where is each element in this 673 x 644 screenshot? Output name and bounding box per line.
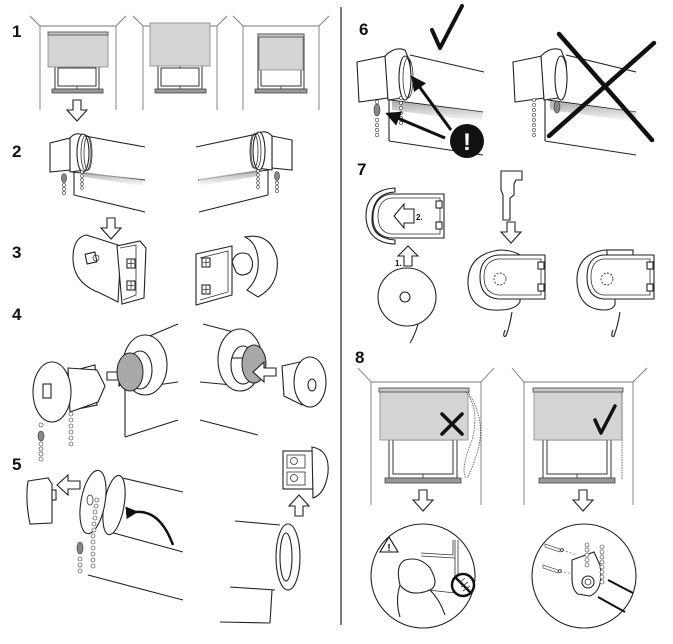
cross-mark-icon	[546, 31, 657, 143]
step-number: 1	[12, 22, 21, 41]
down-arrow-icon	[571, 489, 595, 512]
step-number: 5	[12, 455, 21, 474]
down-arrow-icon	[99, 217, 123, 240]
window-chain-secured	[511, 367, 648, 505]
end-cap-chain-side	[32, 361, 106, 462]
svg-text:2.: 2.	[416, 213, 423, 222]
left-arrow-icon	[393, 202, 415, 230]
step-3: 3	[12, 234, 278, 306]
step-number: 4	[12, 305, 22, 324]
left-arrow-icon	[56, 473, 81, 497]
cover-clip-assembly: 2. 1.	[365, 187, 445, 344]
step-7: 7 2. 1.	[357, 160, 655, 344]
cover-cap	[26, 477, 57, 525]
detail-chain-tensioner-mount	[531, 523, 637, 629]
step-8: 8	[355, 348, 648, 629]
roller-incorrect	[512, 31, 657, 156]
step-5: 5	[12, 446, 329, 624]
svg-text:1.: 1.	[395, 259, 402, 268]
step-6: 6 !	[356, 4, 657, 158]
window-mount-above	[132, 15, 228, 110]
roller-with-chain	[76, 469, 184, 601]
step-number: 8	[355, 348, 364, 367]
window-mount-recess	[232, 15, 330, 110]
check-mark-icon	[593, 404, 617, 435]
down-arrow-icon	[65, 99, 89, 122]
roller-right-chain	[195, 131, 293, 213]
check-mark-icon	[430, 4, 464, 50]
down-arrow-icon	[499, 221, 523, 244]
bracket-tool-insert	[467, 170, 546, 337]
step-number: 6	[359, 20, 368, 39]
step-4: 4	[12, 305, 327, 462]
roller-left-chain	[49, 133, 146, 213]
roller-right-bracket	[219, 446, 329, 624]
step-1: 1	[12, 15, 330, 122]
svg-text:!: !	[387, 543, 390, 554]
roller-tube-right	[199, 323, 267, 436]
up-arrow-icon	[396, 245, 420, 267]
cover-clip-done	[576, 249, 655, 337]
window-chain-loose	[357, 367, 495, 505]
up-arrow-icon	[287, 494, 311, 517]
warning-badge: !	[450, 124, 484, 158]
roller-tube-left	[116, 323, 179, 438]
end-cap-plain-side	[281, 356, 327, 408]
step-number: 3	[12, 243, 21, 262]
warning-triangle-icon	[379, 535, 399, 553]
svg-text:!: !	[463, 129, 471, 156]
cross-mark-icon	[440, 412, 464, 436]
detail-child-safety-warning: !	[370, 523, 476, 629]
bracket-left	[72, 234, 147, 305]
step-number: 2	[12, 142, 21, 161]
step-number: 7	[357, 160, 366, 179]
roller-correct: !	[356, 48, 485, 158]
step-2: 2	[12, 131, 293, 240]
rotate-arrow-icon	[125, 506, 175, 546]
left-arrow-icon	[252, 360, 277, 384]
window-mount-inside	[29, 15, 127, 110]
bracket-right	[195, 235, 278, 306]
down-arrow-icon	[411, 489, 435, 512]
